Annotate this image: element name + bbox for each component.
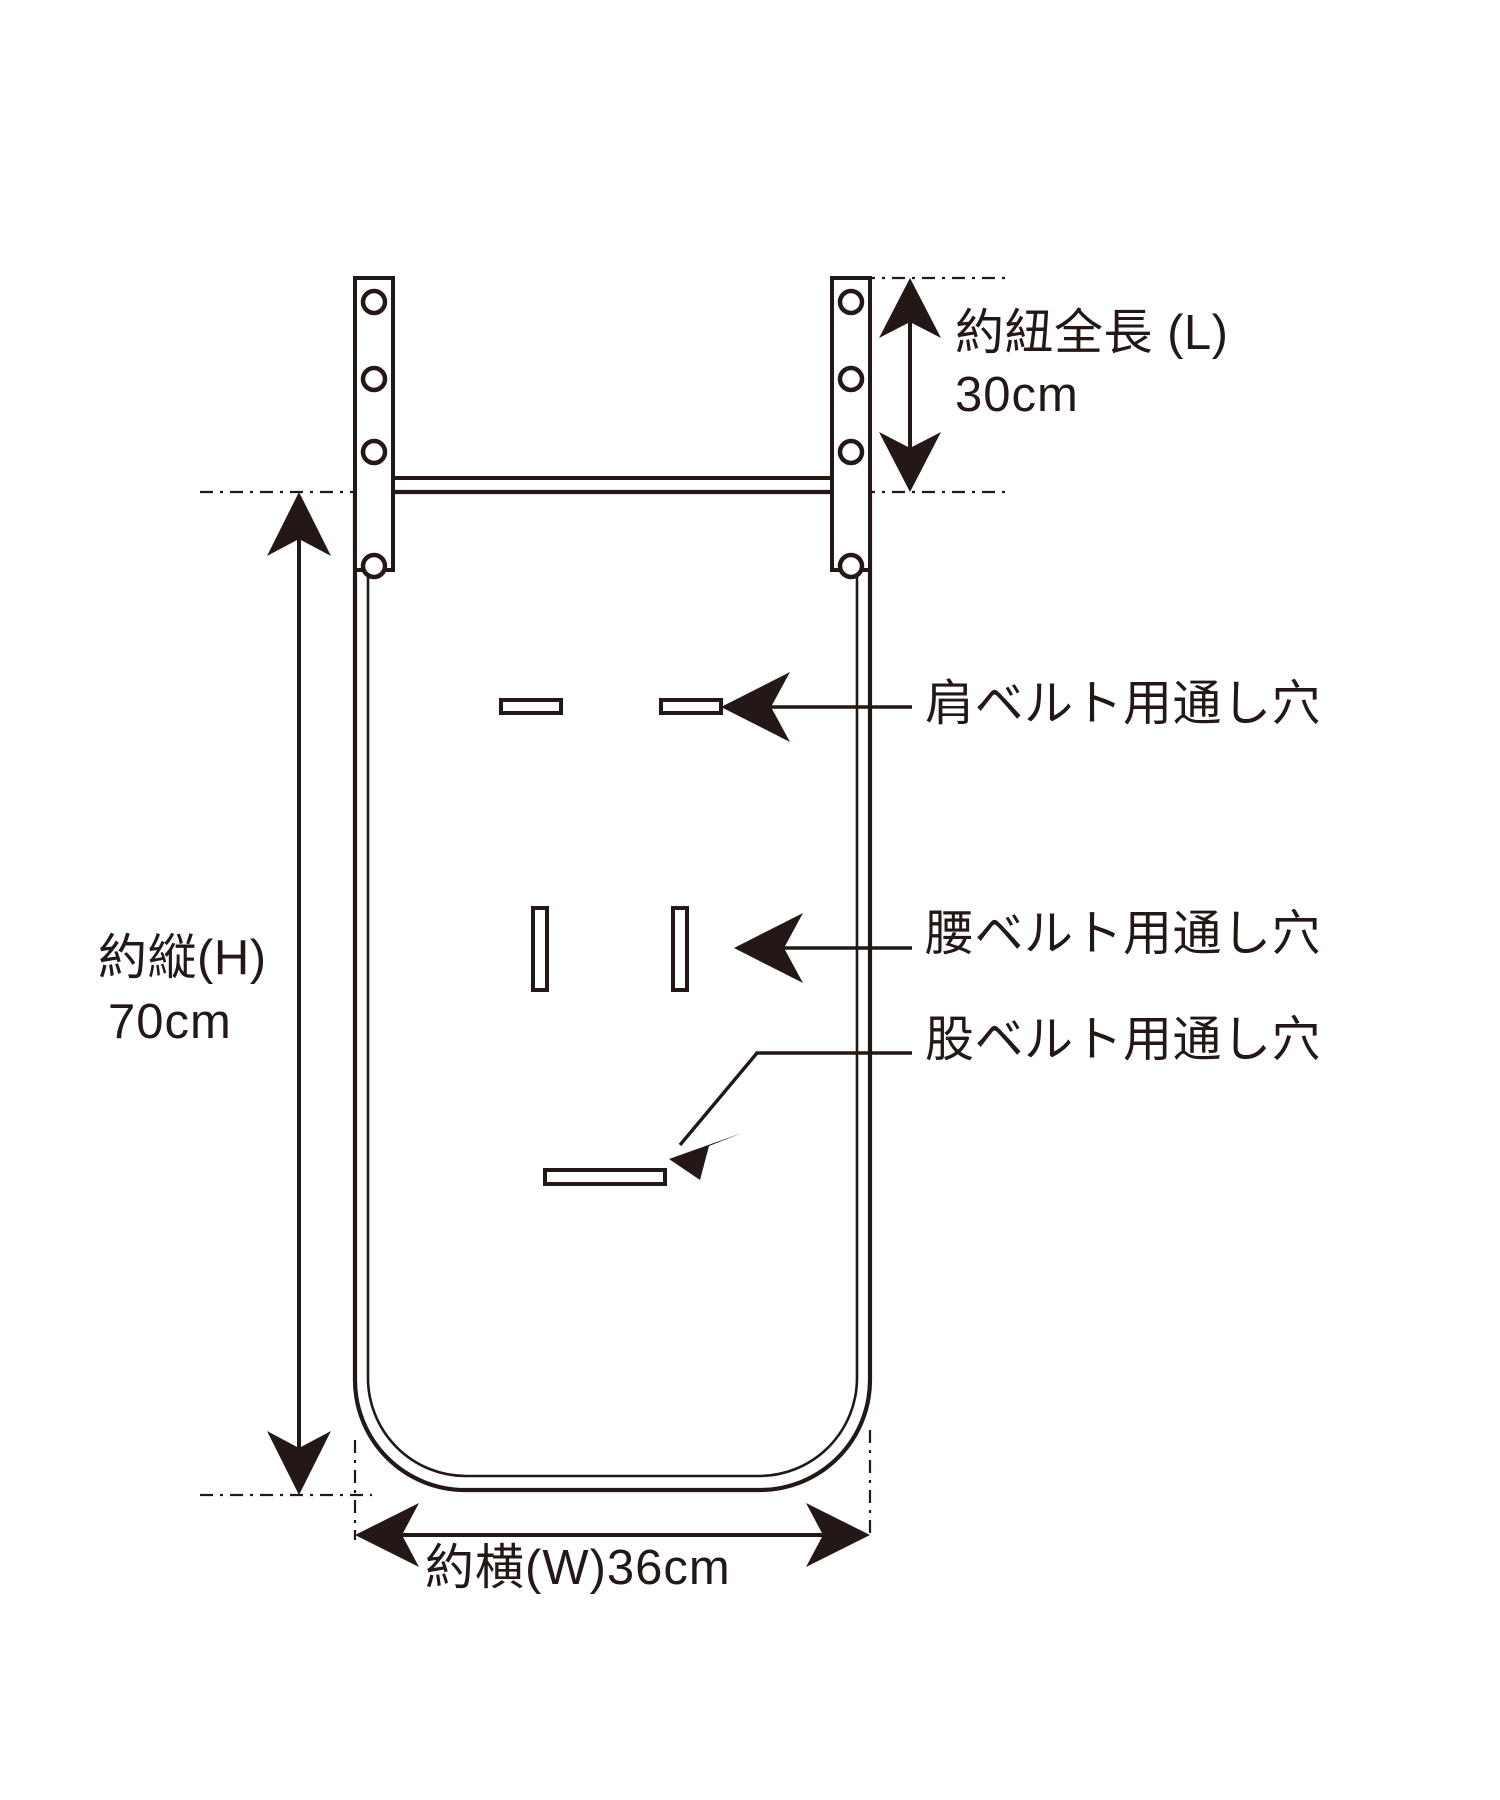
shoulder-slot-left	[499, 698, 563, 715]
arrowhead-left-width	[355, 1503, 419, 1567]
waist-belt-slots	[531, 906, 689, 992]
left-strap	[353, 276, 395, 580]
bag-body	[352, 489, 873, 1493]
arrowhead-waist-hole	[734, 913, 803, 983]
right-strap-eyelet-4	[837, 552, 865, 580]
left-strap-eyelet-3	[360, 438, 388, 466]
left-strap-eyelet-2	[360, 365, 388, 393]
arrowhead-down-strap-length	[879, 432, 941, 492]
arrowhead-down-height	[267, 1431, 331, 1495]
label-width: 約横(W)36cm	[425, 1541, 731, 1595]
leader-crotch-line	[678, 1051, 912, 1147]
label-strap-length-line2: 30cm	[955, 367, 1079, 422]
bag-body-outer	[352, 489, 873, 1493]
shoulder-belt-slots	[499, 698, 723, 715]
waist-slot-left	[531, 906, 549, 992]
arrowhead-up-height	[267, 492, 331, 556]
bag-body-inner-stitch	[366, 492, 859, 1478]
shoulder-slot-right	[659, 698, 723, 715]
arrowhead-up-strap-length	[879, 278, 941, 338]
arrowhead-shoulder-hole	[721, 672, 790, 742]
label-height: 約縦(H) 70cm	[98, 930, 267, 1052]
right-strap	[830, 276, 872, 580]
right-strap-eyelet-1	[837, 288, 865, 316]
label-strap-length: 約紐全長 (L) 30cm	[955, 305, 1229, 425]
label-strap-length-line1: 約紐全長 (L)	[955, 306, 1229, 360]
leader-shoulder-hole	[721, 672, 912, 742]
arrowhead-crotch-hole	[669, 1133, 742, 1180]
crotch-slot	[543, 1168, 667, 1186]
label-shoulder-belt-hole: 肩ベルト用通し穴	[925, 677, 1322, 731]
label-waist-belt-hole: 腰ベルト用通し穴	[925, 907, 1322, 961]
top-hem-band	[355, 476, 870, 494]
left-strap-body	[353, 276, 395, 572]
left-strap-eyelet-1	[360, 288, 388, 316]
leader-waist-hole	[734, 913, 912, 983]
leader-crotch-hole	[669, 1051, 912, 1180]
right-strap-eyelet-2	[837, 365, 865, 393]
label-height-line2: 70cm	[108, 994, 232, 1049]
label-height-line1: 約縦(H)	[98, 931, 267, 985]
guide-lines	[200, 276, 1010, 1540]
arrowhead-right-width	[806, 1503, 870, 1567]
crotch-belt-slot	[543, 1168, 667, 1186]
right-strap-body	[830, 276, 872, 572]
dimension-width	[355, 1503, 870, 1567]
label-crotch-belt-hole: 股ベルト用通し穴	[925, 1013, 1322, 1067]
right-strap-eyelet-3	[837, 438, 865, 466]
dimension-height	[267, 492, 331, 1495]
dimension-strap-length	[879, 278, 941, 492]
left-strap-eyelet-4	[360, 552, 388, 580]
waist-slot-right	[671, 906, 689, 992]
